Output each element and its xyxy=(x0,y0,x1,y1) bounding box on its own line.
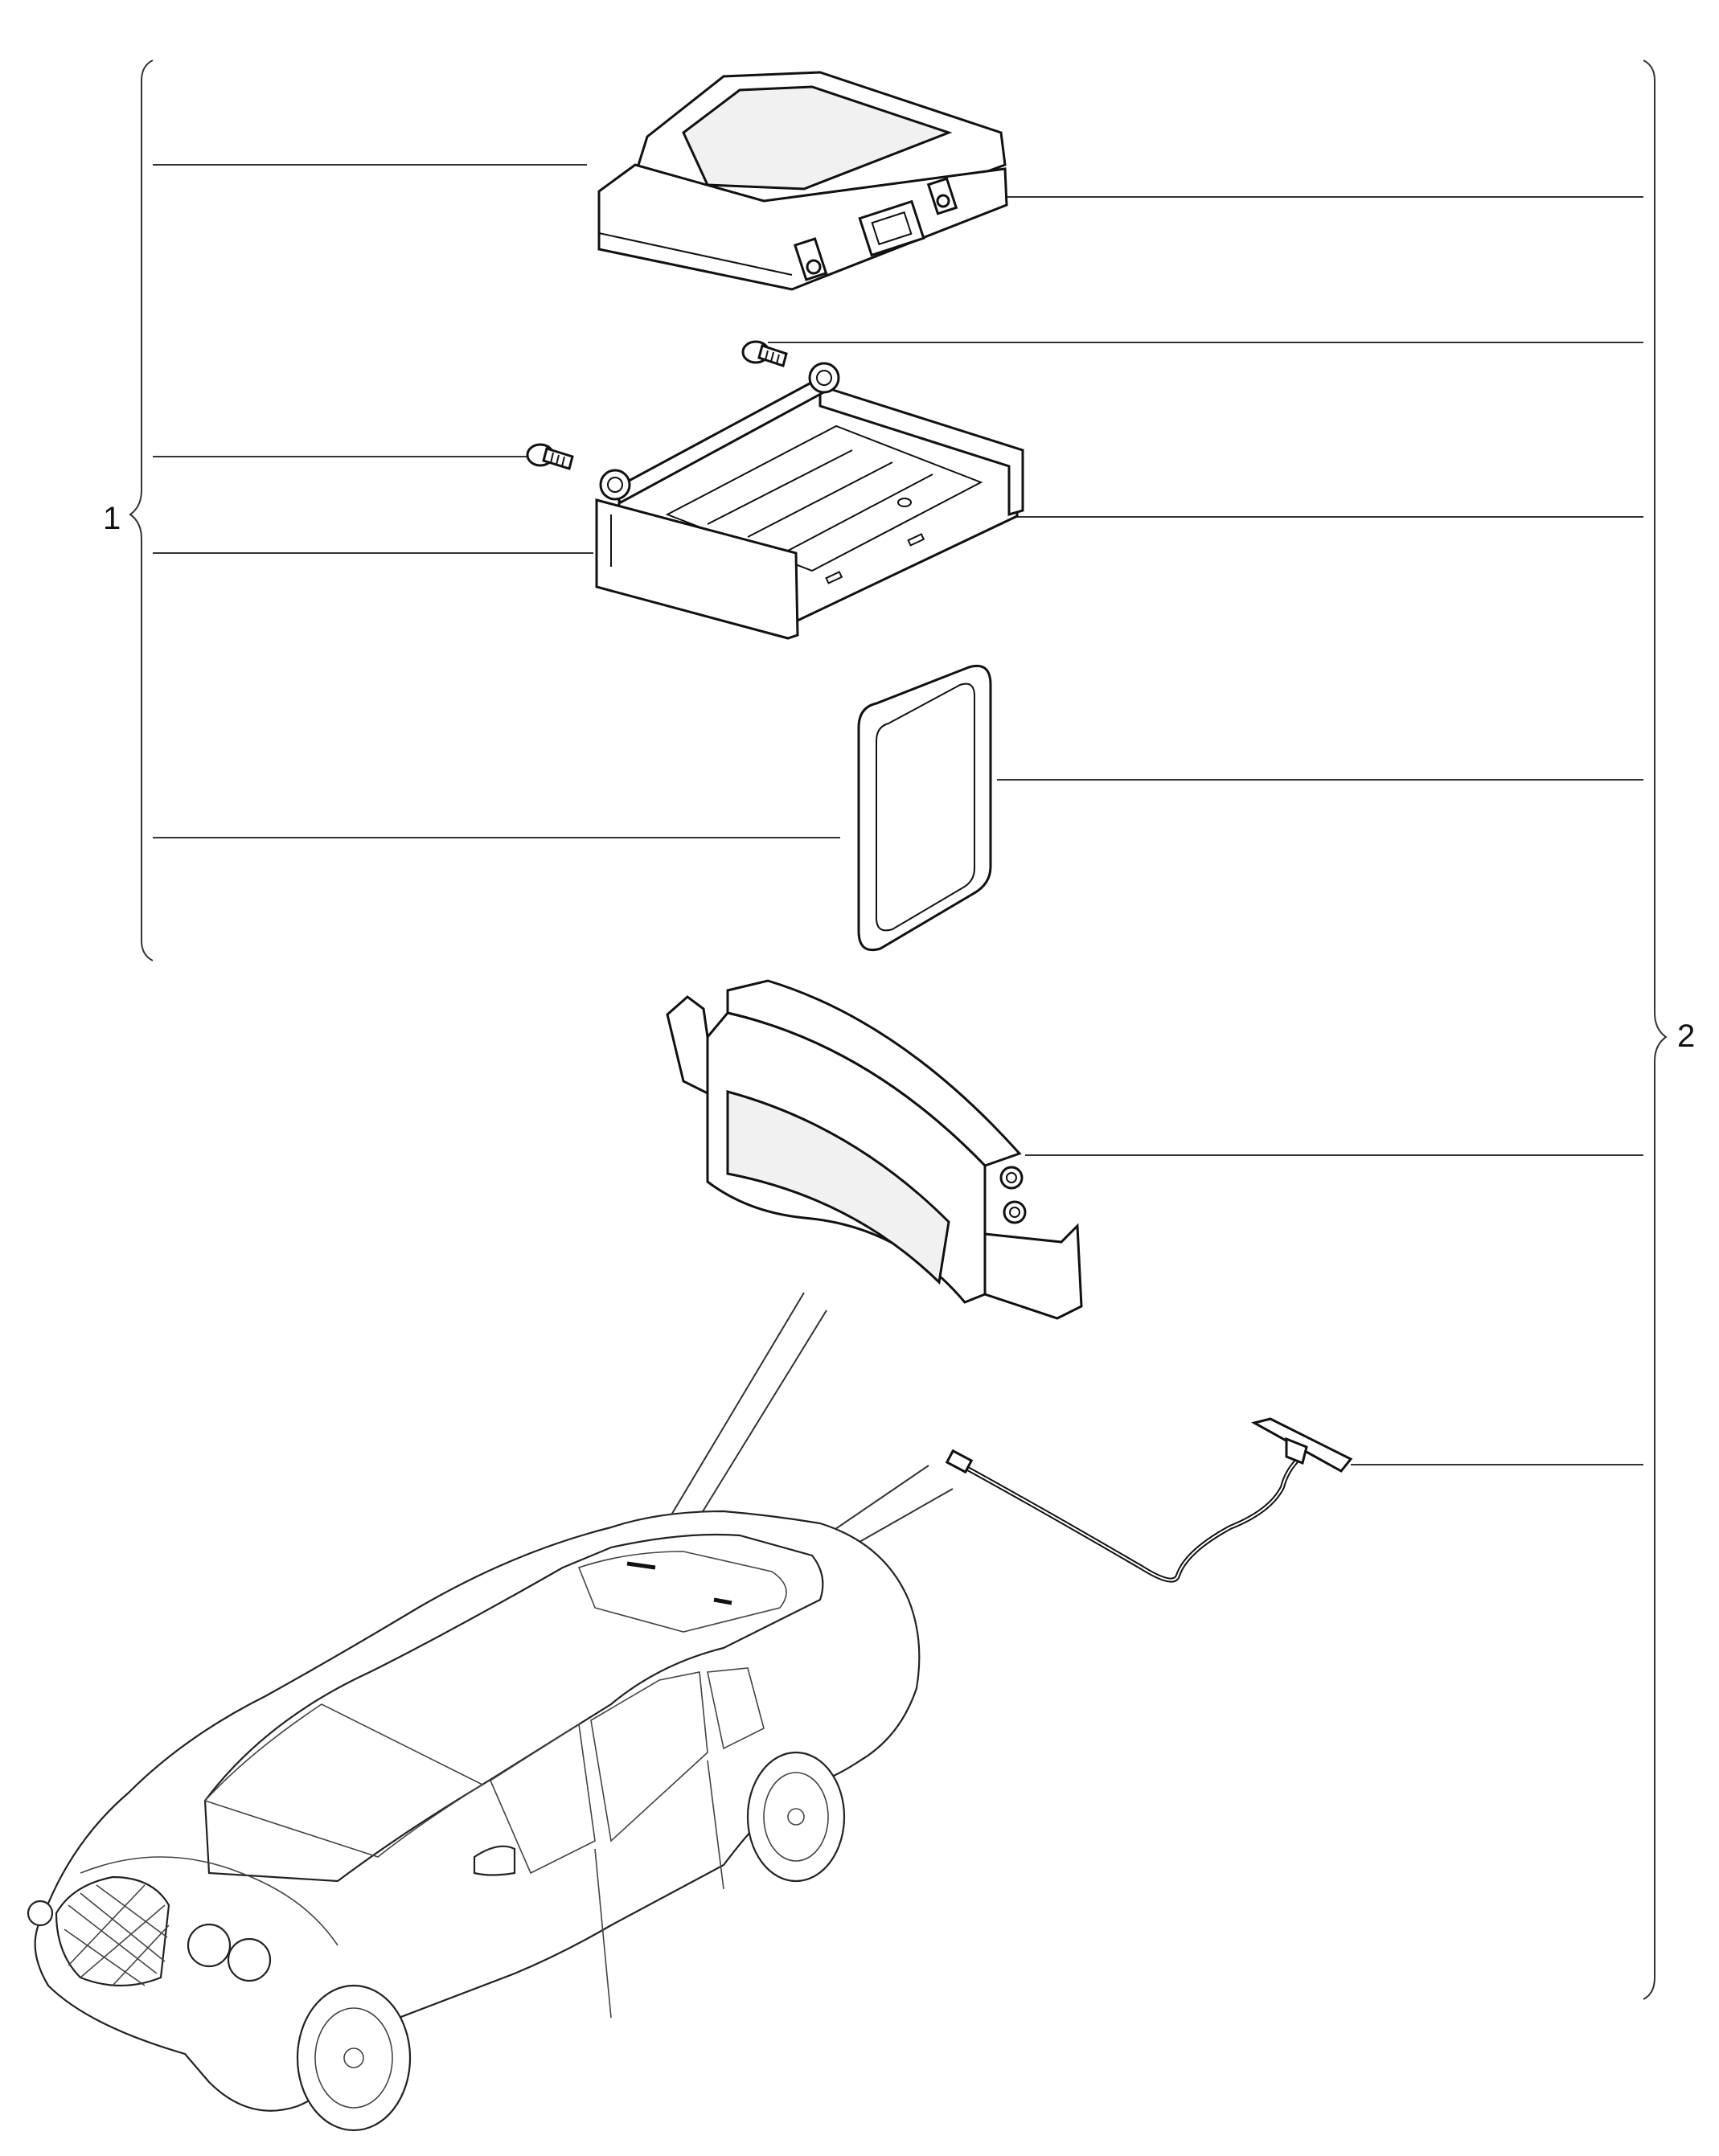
gasket-icon xyxy=(857,664,992,952)
screw-upper-icon xyxy=(741,340,788,367)
screw-lower-icon xyxy=(526,443,574,470)
control-module-icon xyxy=(597,71,1008,291)
left-brace xyxy=(129,59,154,961)
callout-label-2: 2 xyxy=(1677,1019,1695,1054)
car-icon xyxy=(27,1510,921,2132)
bracket-icon xyxy=(595,362,1024,640)
right-brace xyxy=(1643,59,1668,2000)
callout-label-1: 1 xyxy=(103,501,121,536)
antenna-housing-icon xyxy=(666,979,1083,1320)
cable-icon xyxy=(945,1417,1353,1583)
